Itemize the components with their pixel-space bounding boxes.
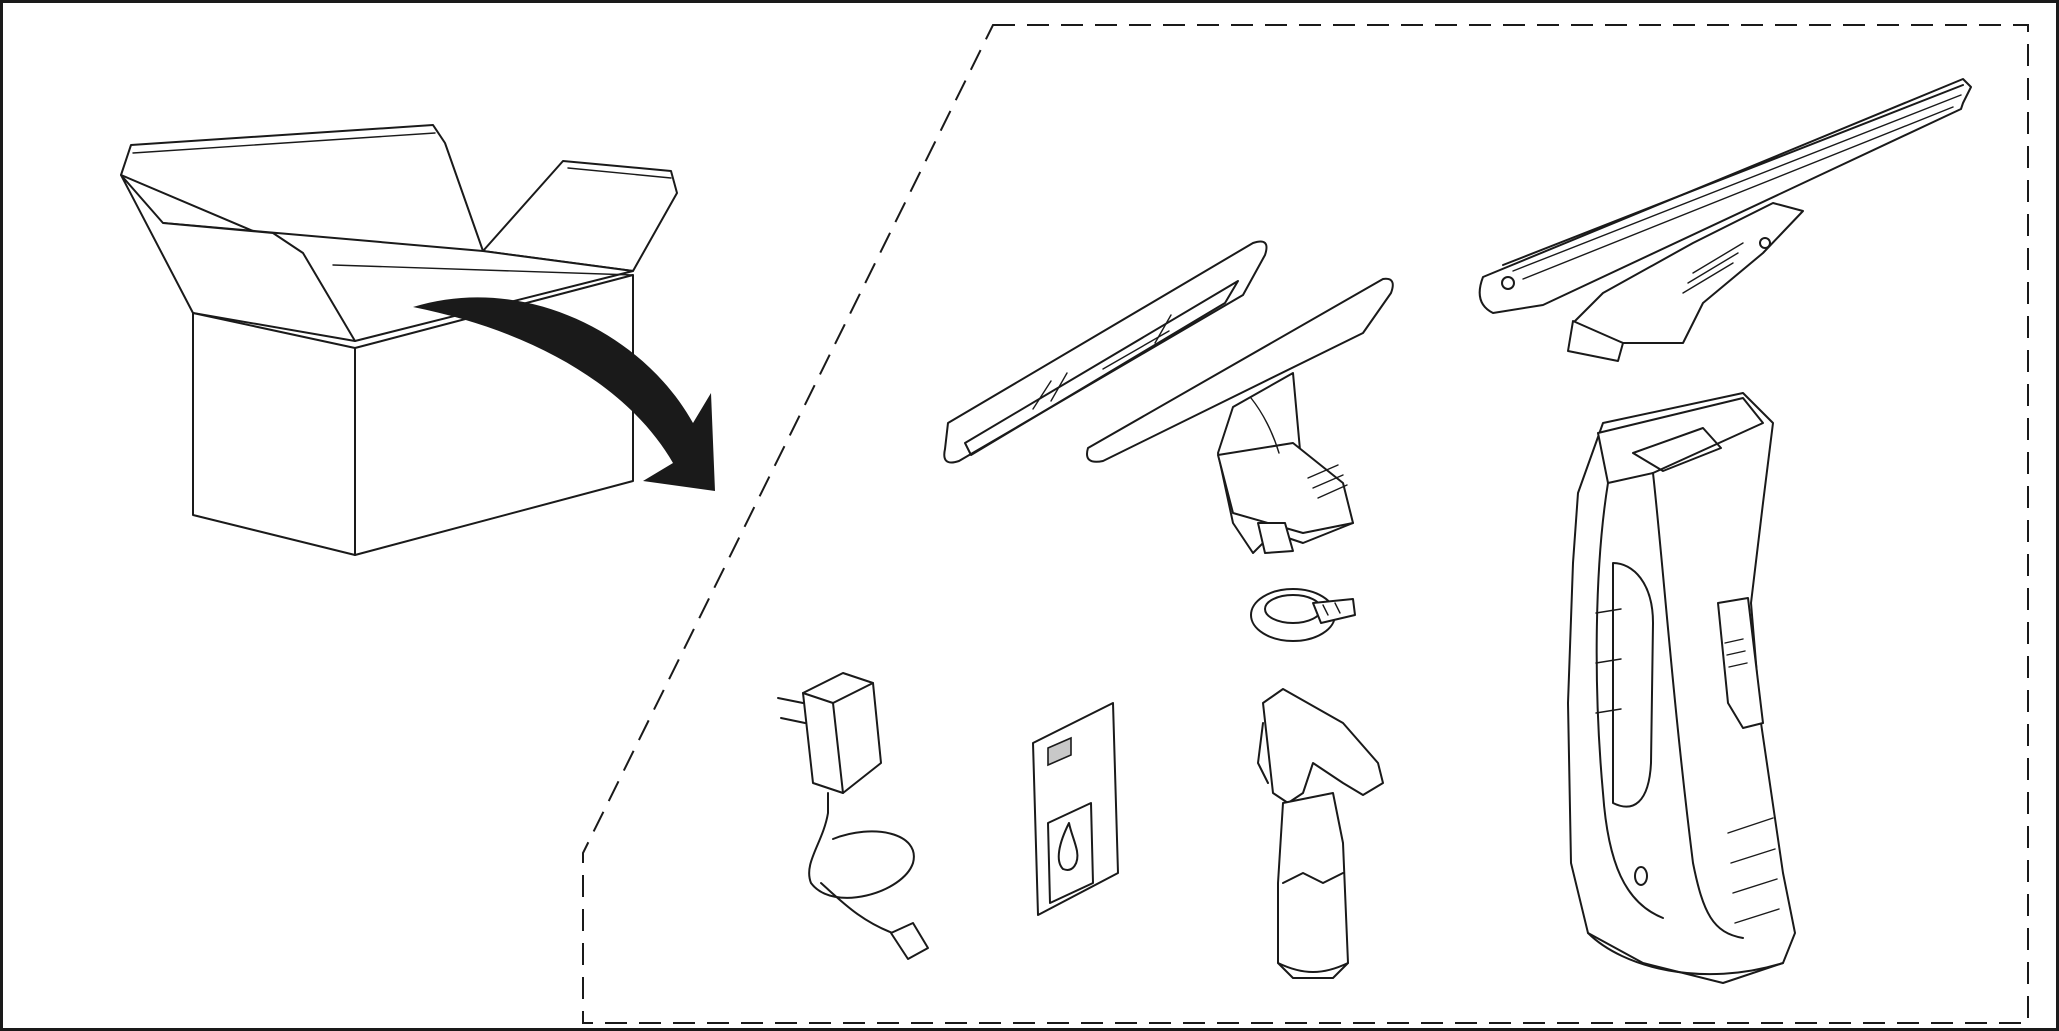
tank-cap xyxy=(1251,589,1355,641)
handheld-unit xyxy=(1568,393,1795,983)
microfibre-cloth-pad xyxy=(944,242,1266,463)
spray-bottle xyxy=(1258,689,1383,978)
manual-leaflet xyxy=(1033,703,1118,915)
wiper-head-large xyxy=(1480,79,1971,361)
power-charger xyxy=(778,673,928,959)
package-contents-diagram xyxy=(3,3,2056,1028)
